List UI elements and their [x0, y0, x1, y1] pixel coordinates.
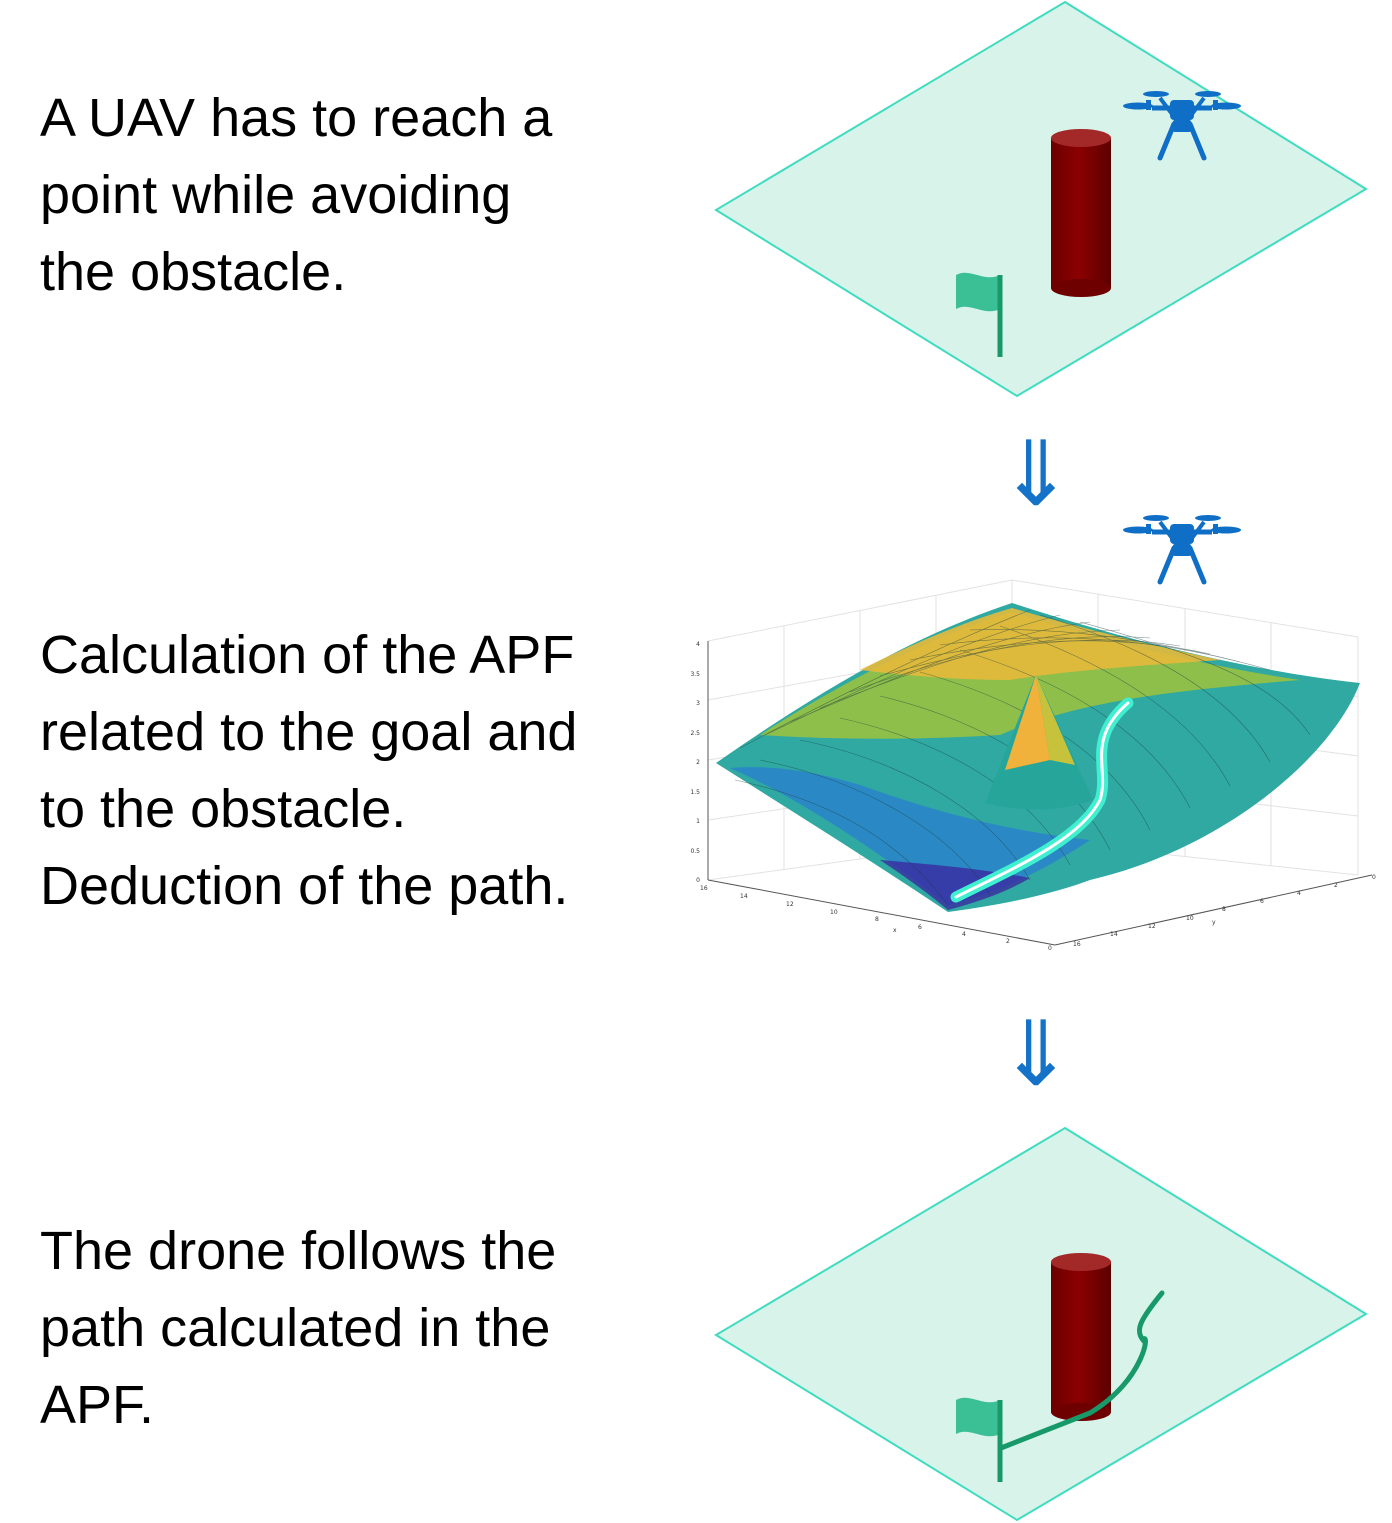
z-tick: 0.5: [690, 848, 700, 855]
y-axis-label: y: [1212, 919, 1216, 926]
z-tick: 2.5: [690, 730, 700, 737]
z-tick: 0: [696, 877, 700, 884]
y-tick: 4: [1297, 890, 1301, 897]
x-tick: 12: [786, 901, 794, 908]
z-tick: 1: [696, 818, 700, 825]
down-arrow-icon: ⇓: [998, 422, 1073, 527]
ground-plane: [714, 1126, 1368, 1522]
down-arrow-icon: ⇓: [998, 1002, 1073, 1107]
x-tick: 14: [740, 893, 748, 900]
x-tick: 8: [875, 916, 879, 923]
step-1-text: A UAV has to reach a point while avoidin…: [40, 80, 660, 311]
y-tick: 10: [1186, 915, 1194, 922]
step-3-line-1: The drone follows the: [40, 1221, 557, 1281]
y-axis-ticks: 16 14 12 10 8 6 4 2 0 y: [1073, 874, 1376, 948]
obstacle-cylinder: [1051, 129, 1111, 297]
scene-initial: [714, 0, 1368, 398]
step-2-line-2: related to the goal and: [40, 702, 578, 762]
x-tick: 10: [830, 909, 838, 916]
x-tick: 0: [1048, 945, 1052, 952]
step-2-text: Calculation of the APF related to the go…: [40, 617, 660, 925]
y-tick: 0: [1372, 874, 1376, 881]
drone-icon: [1123, 515, 1241, 582]
z-axis-ticks: 4 3.5 3 2.5 2 1.5 1 0.5 0: [690, 641, 700, 884]
ground-plane: [714, 0, 1368, 398]
scene-path-followed: [714, 515, 1368, 1522]
step-2-line-1: Calculation of the APF: [40, 625, 575, 685]
y-tick: 8: [1222, 906, 1226, 913]
x-axis-ticks: 16 14 12 10 8 6 4 2 0 x: [700, 885, 1052, 952]
obstacle-cylinder: [1051, 1253, 1111, 1421]
step-1-line-2: point while avoiding: [40, 165, 512, 225]
step-3-line-3: APF.: [40, 1375, 155, 1435]
z-tick: 3: [696, 700, 700, 707]
y-tick: 14: [1110, 931, 1118, 938]
z-tick: 2: [696, 759, 700, 766]
y-tick: 2: [1334, 882, 1338, 889]
x-tick: 2: [1006, 938, 1010, 945]
x-tick: 4: [962, 931, 966, 938]
z-tick: 1.5: [690, 789, 700, 796]
step-2-line-3: to the obstacle.: [40, 779, 407, 839]
step-1-line-3: the obstacle.: [40, 242, 347, 302]
y-tick: 12: [1148, 923, 1156, 930]
step-3-line-2: path calculated in the: [40, 1298, 551, 1358]
x-tick: 16: [700, 885, 708, 892]
step-1-line-1: A UAV has to reach a: [40, 88, 553, 148]
x-tick: 6: [918, 924, 922, 931]
apf-surface-plot: 4 3.5 3 2.5 2 1.5 1 0.5 0 16 14 12 10 8 …: [690, 579, 1376, 952]
followed-path: [998, 1290, 1165, 1451]
z-tick: 4: [696, 641, 700, 648]
step-2-line-4: Deduction of the path.: [40, 856, 569, 916]
z-tick: 3.5: [690, 671, 700, 678]
y-tick: 6: [1260, 898, 1264, 905]
x-axis-label: x: [893, 927, 897, 934]
y-tick: 16: [1073, 941, 1081, 948]
step-3-text: The drone follows the path calculated in…: [40, 1213, 660, 1444]
